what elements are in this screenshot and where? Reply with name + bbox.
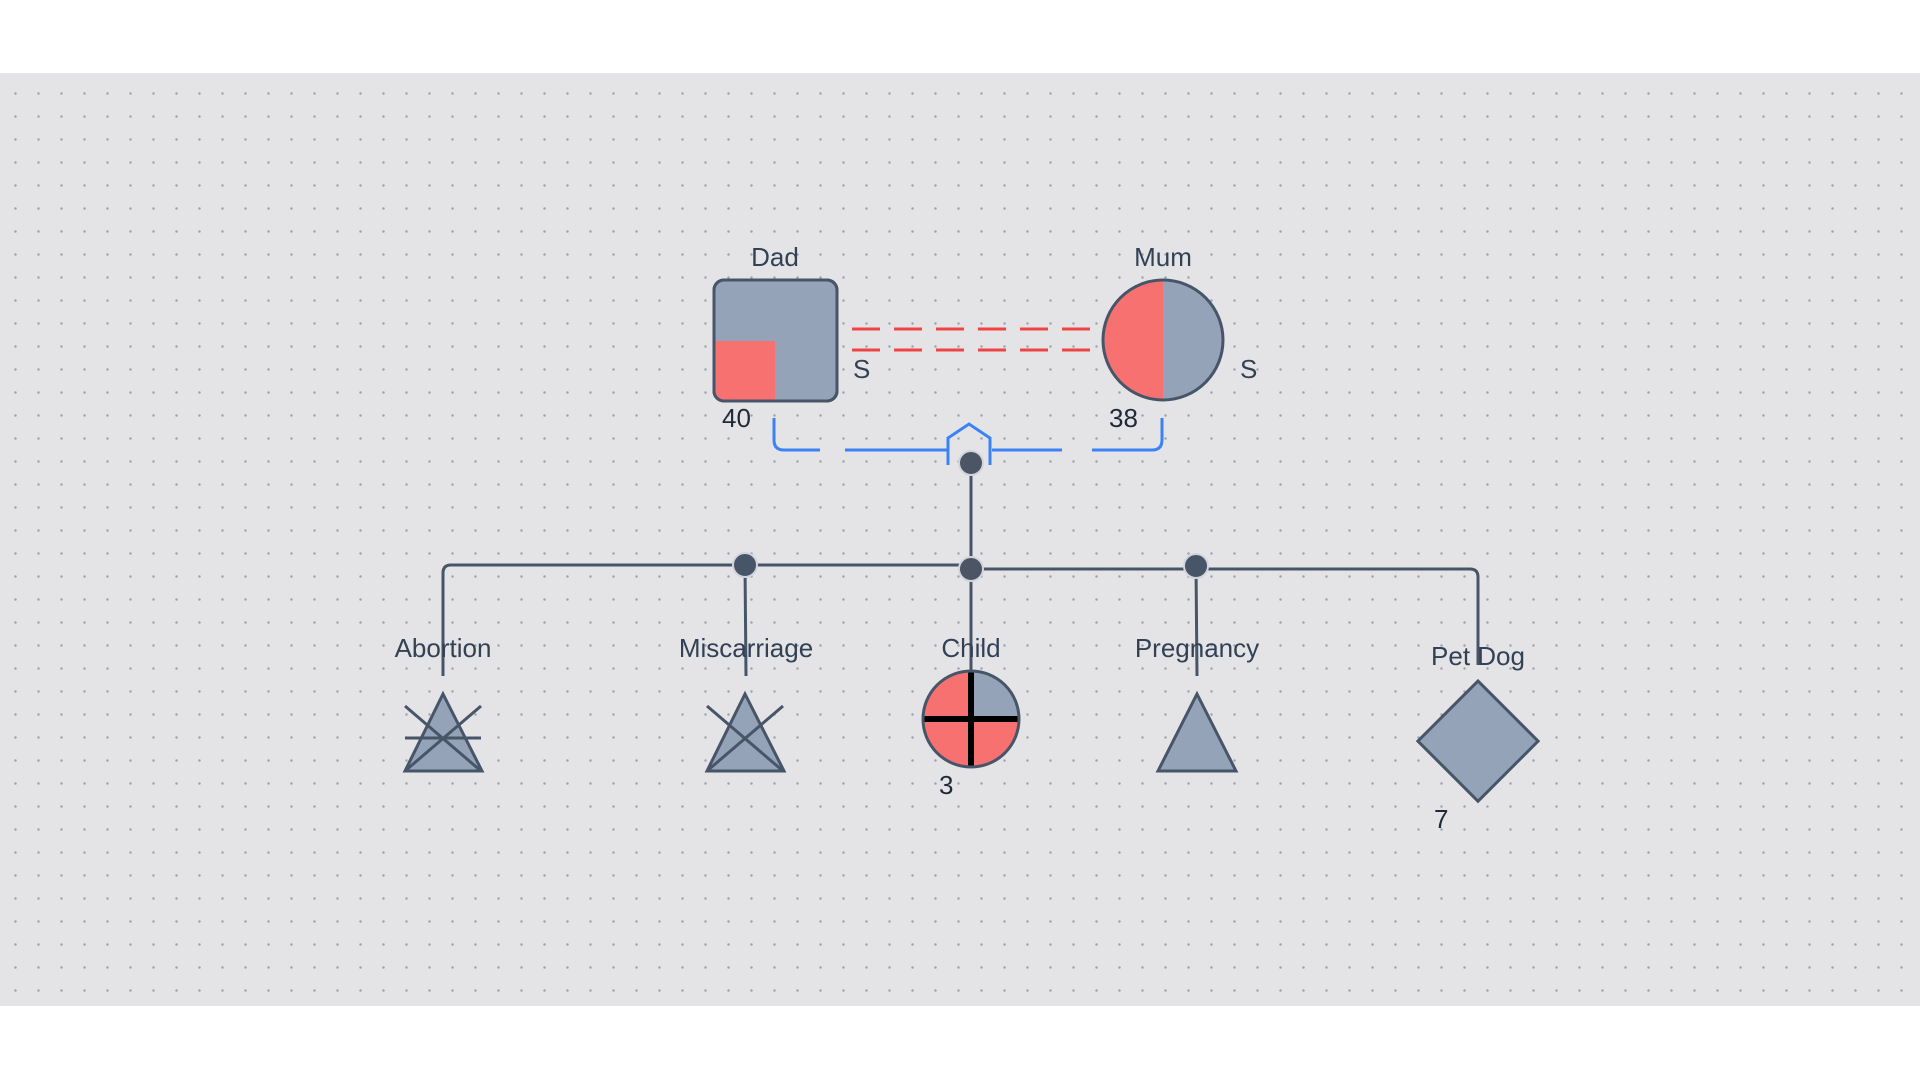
pregnancy-name: Pregnancy (1135, 633, 1259, 663)
abortion-name: Abortion (395, 633, 492, 663)
child-node[interactable]: Child 3 (921, 633, 1021, 800)
pet-dog-age: 7 (1434, 804, 1448, 834)
household-connector[interactable] (772, 418, 1164, 452)
mum-node[interactable]: Mum S 38 (1100, 242, 1257, 433)
descent-lines (441, 463, 1480, 677)
miscarriage-name: Miscarriage (679, 633, 813, 663)
conflict-relationship-line[interactable] (852, 327, 1092, 352)
mum-name: Mum (1134, 242, 1192, 272)
abortion-node[interactable]: Abortion (395, 633, 492, 773)
sibling-node[interactable] (958, 556, 984, 582)
pet-dog-name: Pet Dog (1431, 641, 1525, 671)
child-name: Child (941, 633, 1000, 663)
couple-node[interactable] (958, 450, 984, 476)
dad-node[interactable]: Dad S 40 (712, 242, 870, 433)
sibling-node[interactable] (1183, 553, 1209, 579)
dad-name: Dad (751, 242, 799, 272)
pregnancy-node[interactable]: Pregnancy (1135, 633, 1259, 773)
mum-status: S (1240, 354, 1257, 384)
mum-age: 38 (1109, 403, 1138, 433)
miscarriage-node[interactable]: Miscarriage (679, 633, 813, 773)
child-age: 3 (939, 770, 953, 800)
diagram-canvas (0, 73, 1920, 1006)
dad-age: 40 (722, 403, 751, 433)
dad-status: S (853, 354, 870, 384)
house-icon[interactable] (946, 422, 992, 465)
sibling-node[interactable] (732, 552, 758, 578)
pet-dog-node[interactable]: Pet Dog 7 (1415, 641, 1541, 834)
